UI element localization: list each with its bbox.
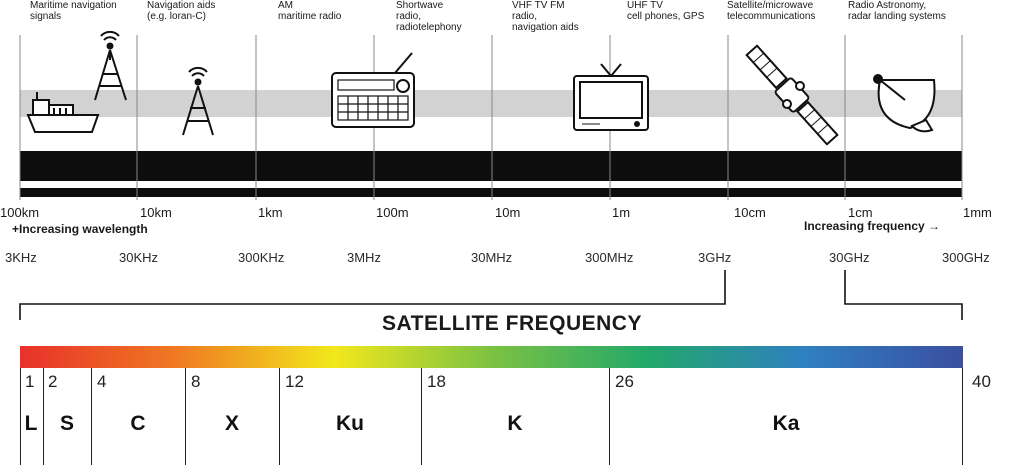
satellite-frequency-title: SATELLITE FREQUENCY — [382, 312, 642, 335]
band-label-ka: Ka — [772, 412, 800, 435]
band-number-2: 2 — [48, 372, 58, 391]
band-number-18: 18 — [427, 372, 446, 391]
band-divider — [279, 368, 280, 465]
band-number-26: 26 — [615, 372, 634, 391]
band-divider — [43, 368, 44, 465]
band-number-4: 4 — [97, 372, 107, 391]
grey-band — [20, 90, 962, 117]
use-label-am: AM maritime radio — [278, 0, 342, 22]
wavelength-1m: 1m — [612, 205, 631, 220]
wavelength-1mm: 1mm — [963, 205, 992, 220]
band-number-12: 12 — [285, 372, 304, 391]
wavelength-10km: 10km — [140, 205, 172, 220]
band-label-ku: Ku — [336, 412, 364, 435]
band-divider — [20, 368, 21, 465]
band-divider — [962, 368, 963, 465]
wavelength-100m: 100m — [376, 205, 409, 220]
satellite-range-bracket — [19, 270, 963, 320]
frequency-30ghz: 30GHz — [829, 250, 870, 265]
increasing-wavelength-note: +Increasing wavelength — [12, 222, 148, 236]
black-band — [20, 151, 962, 181]
radar-dish-icon — [873, 74, 936, 133]
band-divider — [91, 368, 92, 465]
band-label-s: S — [59, 412, 75, 435]
wavelength-10cm: 10cm — [734, 205, 766, 220]
use-label-astronomy: Radio Astronomy, radar landing systems — [848, 0, 946, 22]
frequency-30mhz: 30MHz — [471, 250, 513, 265]
wavelength-100km: 100km — [0, 205, 40, 220]
band-divider — [609, 368, 610, 465]
frequency-gradient-bar — [20, 346, 963, 368]
band-label-k: K — [507, 412, 523, 435]
use-label-shortwave: Shortwave radio, radiotelephony — [396, 0, 462, 33]
frequency-3ghz: 3GHz — [698, 250, 732, 265]
band-divider — [185, 368, 186, 465]
band-number-40: 40 — [972, 372, 991, 391]
frequency-300mhz: 300MHz — [585, 250, 634, 265]
satellite-icon — [745, 44, 839, 146]
use-label-vhf: VHF TV FM radio, navigation aids — [512, 0, 579, 33]
use-label-maritime: Maritime navigation signals — [30, 0, 117, 22]
band-label-l: L — [24, 412, 38, 435]
increasing-frequency-note: Increasing frequency → — [804, 219, 941, 233]
frequency-30khz: 30KHz — [119, 250, 159, 265]
spectrum-bands — [19, 30, 963, 200]
wavelength-1cm: 1cm — [848, 205, 873, 220]
frequency-3khz: 3KHz — [5, 250, 37, 265]
band-number-1: 1 — [25, 372, 35, 391]
wavelength-1km: 1km — [258, 205, 283, 220]
baseline-band — [20, 188, 962, 197]
frequency-300khz: 300KHz — [238, 250, 285, 265]
band-label-x: X — [224, 412, 240, 435]
television-icon — [573, 63, 649, 131]
radio-tower-icon — [94, 30, 127, 101]
frequency-3mhz: 3MHz — [347, 250, 381, 265]
band-divider — [421, 368, 422, 465]
use-label-satellite: Satellite/microwave telecommunications — [727, 0, 816, 22]
radio-tower-icon — [182, 66, 214, 136]
ship-icon — [26, 92, 100, 133]
wavelength-10m: 10m — [495, 205, 521, 220]
band-number-8: 8 — [191, 372, 201, 391]
use-label-navigation: Navigation aids (e.g. loran-C) — [147, 0, 216, 22]
frequency-300ghz: 300GHz — [942, 250, 990, 265]
use-label-uhf: UHF TV cell phones, GPS — [627, 0, 705, 22]
band-label-c: C — [130, 412, 146, 435]
radio-receiver-icon — [331, 52, 415, 128]
